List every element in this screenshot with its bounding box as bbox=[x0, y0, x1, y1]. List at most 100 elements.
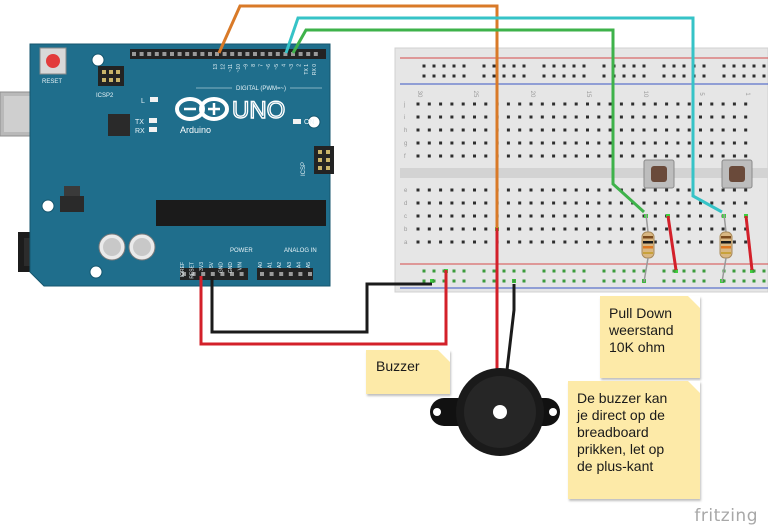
breadboard-hole bbox=[484, 240, 488, 244]
rail-hole bbox=[572, 269, 576, 273]
rail-hole bbox=[452, 269, 456, 273]
rail-hole bbox=[682, 64, 686, 68]
header-pin bbox=[253, 52, 257, 56]
breadboard-hole bbox=[721, 227, 725, 231]
rail-hole bbox=[432, 279, 436, 283]
breadboard-hole bbox=[721, 188, 725, 192]
breadboard-hole bbox=[427, 115, 431, 119]
row-letter: j bbox=[403, 102, 405, 108]
pin-label: 13 bbox=[213, 64, 219, 70]
arduino-logo bbox=[175, 97, 229, 121]
analog-label: ANALOG IN bbox=[284, 248, 317, 254]
breadboard-hole bbox=[552, 128, 556, 132]
note-buzzer-text: Buzzer bbox=[376, 358, 420, 374]
breadboard-hole bbox=[744, 102, 748, 106]
row-letter: b bbox=[404, 227, 408, 233]
breadboard-hole bbox=[687, 227, 691, 231]
rail-hole bbox=[602, 269, 606, 273]
reset-label: RESET bbox=[42, 79, 62, 85]
header-pin bbox=[177, 52, 182, 56]
breadboard-hole bbox=[721, 115, 725, 119]
rail-hole bbox=[572, 279, 576, 283]
breadboard-hole bbox=[653, 128, 657, 132]
rail-hole bbox=[432, 269, 436, 273]
rail-hole bbox=[682, 269, 686, 273]
rail-hole bbox=[482, 64, 486, 68]
breadboard-hole bbox=[540, 128, 544, 132]
icsp2-label: ICSP2 bbox=[96, 93, 114, 99]
rail-hole bbox=[752, 269, 756, 273]
breadboard-hole bbox=[631, 188, 635, 192]
arduino-brand-text: Arduino bbox=[180, 125, 211, 135]
breadboard-hole bbox=[642, 201, 646, 205]
rail-hole bbox=[502, 269, 506, 273]
breadboard-hole bbox=[563, 240, 567, 244]
breadboard-hole bbox=[484, 128, 488, 132]
breadboard-hole bbox=[529, 115, 533, 119]
breadboard-hole bbox=[732, 128, 736, 132]
breadboard-hole bbox=[540, 240, 544, 244]
breadboard-hole bbox=[439, 188, 443, 192]
rail-hole bbox=[452, 279, 456, 283]
rail-hole bbox=[562, 64, 566, 68]
row-letter: e bbox=[404, 188, 408, 194]
breadboard-hole bbox=[518, 201, 522, 205]
breadboard-hole bbox=[653, 154, 657, 158]
breadboard-hole bbox=[473, 102, 476, 106]
header-pin bbox=[220, 272, 225, 276]
pin-label: 4 bbox=[281, 64, 287, 67]
column-number: 15 bbox=[585, 91, 591, 98]
breadboard-hole bbox=[518, 240, 522, 244]
mounting-hole bbox=[307, 115, 321, 129]
breadboard-hole bbox=[597, 214, 601, 218]
header-pin bbox=[313, 52, 318, 56]
rail-hole bbox=[752, 64, 756, 68]
header-pin bbox=[298, 272, 303, 276]
breadboard-hole bbox=[563, 102, 567, 106]
header-pin bbox=[237, 52, 242, 56]
breadboard-hole bbox=[687, 141, 691, 145]
breadboard-hole bbox=[665, 154, 669, 158]
header-pin bbox=[275, 52, 280, 56]
connected-hole bbox=[430, 279, 434, 283]
breadboard-hole bbox=[427, 214, 431, 218]
breadboard-hole bbox=[439, 141, 443, 145]
breadboard-hole bbox=[439, 102, 443, 106]
rail-hole bbox=[622, 269, 626, 273]
breadboard-hole bbox=[619, 115, 623, 119]
rail-hole bbox=[542, 74, 546, 78]
rail-hole bbox=[452, 74, 456, 78]
column-number: 20 bbox=[529, 91, 535, 98]
breadboard-hole bbox=[416, 154, 420, 158]
breadboard-hole bbox=[574, 188, 578, 192]
breadboard-hole bbox=[473, 201, 476, 205]
breadboard-hole bbox=[552, 102, 556, 106]
breadboard-hole bbox=[710, 141, 714, 145]
breadboard-hole bbox=[699, 227, 702, 231]
breadboard-hole bbox=[586, 154, 589, 158]
header-pin bbox=[283, 52, 288, 56]
breadboard-hole bbox=[687, 128, 691, 132]
breadboard-hole bbox=[744, 227, 748, 231]
breadboard-hole bbox=[427, 201, 431, 205]
pin-label: RX 0 bbox=[312, 64, 318, 75]
breadboard-hole bbox=[710, 227, 714, 231]
analog-header bbox=[257, 268, 313, 280]
mounting-hole bbox=[89, 265, 103, 279]
rail-hole bbox=[542, 64, 546, 68]
breadboard-hole bbox=[687, 115, 691, 119]
breadboard-hole bbox=[721, 141, 725, 145]
pin-label: ~10 bbox=[236, 64, 242, 73]
header-pin bbox=[170, 52, 174, 56]
header-pin bbox=[260, 272, 264, 276]
breadboard-hole bbox=[687, 154, 691, 158]
breadboard-hole bbox=[529, 102, 533, 106]
breadboard-hole bbox=[586, 240, 589, 244]
breadboard-hole bbox=[473, 141, 476, 145]
breadboard-hole bbox=[540, 214, 544, 218]
on-label: ON bbox=[304, 119, 315, 126]
breadboard-hole bbox=[529, 154, 533, 158]
breadboard-hole bbox=[518, 154, 522, 158]
